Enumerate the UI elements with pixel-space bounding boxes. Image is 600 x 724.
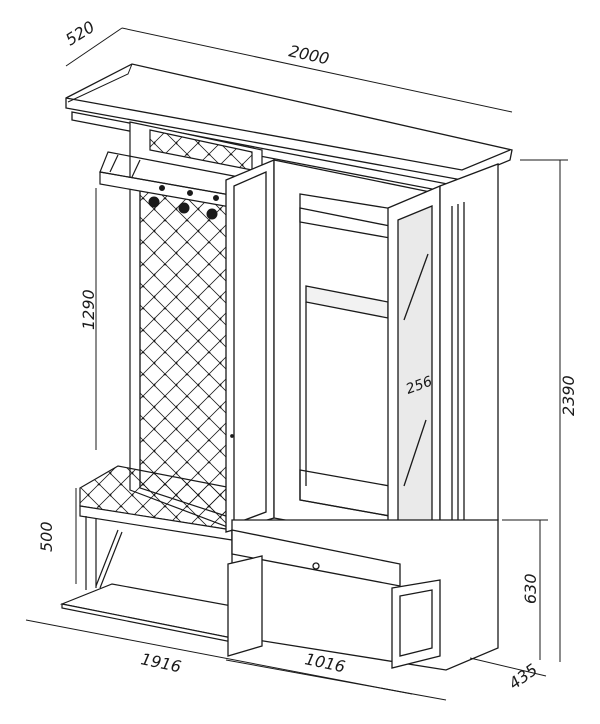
dimension-lines bbox=[25, 27, 568, 701]
bench bbox=[79, 465, 233, 590]
dim-width: 2000 bbox=[287, 41, 331, 68]
dim-lower-depth: 435 bbox=[505, 660, 541, 693]
dim-hook-panel: 1290 bbox=[79, 289, 98, 330]
dim-depth: 520 bbox=[62, 17, 98, 49]
side-column bbox=[439, 163, 499, 550]
dim-base-width: 1916 bbox=[139, 649, 183, 676]
left-door bbox=[225, 159, 275, 533]
mirror-door bbox=[387, 185, 441, 561]
hook-icon bbox=[206, 208, 218, 220]
shoe-compartment bbox=[59, 529, 233, 643]
dim-bench: 500 bbox=[37, 521, 56, 552]
lower-cabinet bbox=[227, 519, 499, 671]
hook-icon bbox=[148, 196, 160, 208]
coat-hooks bbox=[148, 185, 219, 220]
dim-lower-cabinet: 630 bbox=[521, 573, 540, 604]
hook-icon bbox=[178, 202, 190, 214]
dim-height: 2390 bbox=[559, 375, 578, 416]
